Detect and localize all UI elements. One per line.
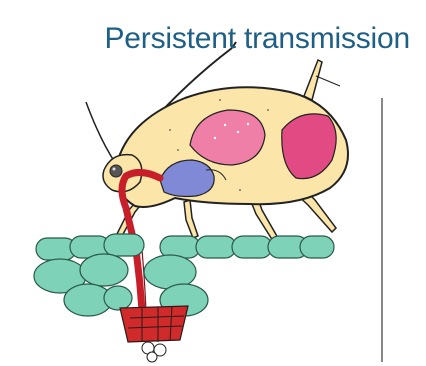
eye-icon [110,165,122,177]
slide-title: Persistent transmission [0,22,426,56]
plant-epidermis [36,234,334,260]
phloem-sieve-tube [120,306,188,362]
